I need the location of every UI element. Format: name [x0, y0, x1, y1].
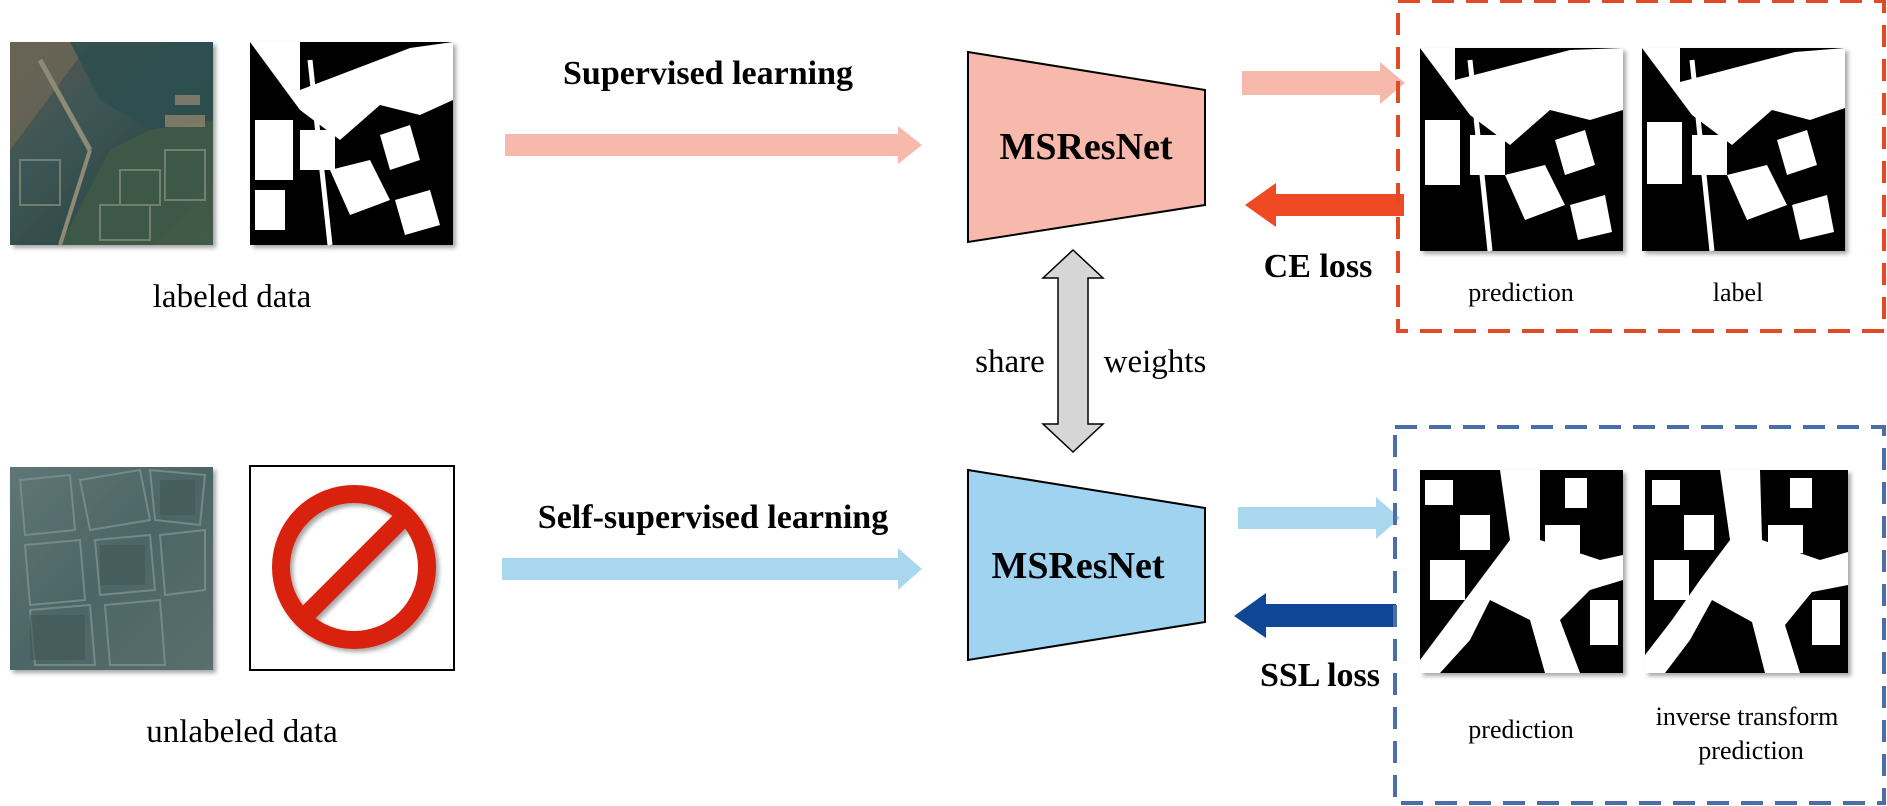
top-label-caption: label — [1713, 278, 1764, 307]
self-supervised-output-box — [1393, 425, 1886, 805]
self-supervised-learning-label: Self-supervised learning — [538, 499, 888, 536]
inverse-transform-caption-line2: prediction — [1698, 736, 1803, 765]
weights-label: weights — [1104, 344, 1207, 380]
unlabeled-data-caption: unlabeled data — [146, 714, 338, 750]
top-prediction-mask — [1420, 48, 1623, 252]
msresnet-top-label: MSResNet — [999, 126, 1172, 168]
prohibited-icon — [272, 485, 436, 649]
inverse-transform-mask — [1645, 470, 1848, 673]
supervised-output-box — [1396, 0, 1886, 333]
supervised-learning-label: Supervised learning — [563, 55, 853, 92]
labeled-aerial-image — [10, 42, 213, 246]
bottom-prediction-caption: prediction — [1468, 715, 1573, 744]
top-label-mask — [1642, 48, 1845, 252]
share-label: share — [975, 344, 1045, 380]
self-supervised-arrow — [502, 548, 922, 590]
bottom-prediction-mask — [1420, 470, 1623, 673]
top-output-arrow — [1242, 62, 1405, 104]
msresnet-top — [967, 50, 1206, 244]
labeled-mask-image — [250, 42, 453, 246]
supervised-arrow — [505, 126, 922, 164]
inverse-transform-caption-line1: inverse transform — [1656, 702, 1839, 731]
top-prediction-caption: prediction — [1468, 278, 1573, 307]
ssl-loss-label: SSL loss — [1260, 657, 1380, 694]
ce-loss-arrow — [1245, 183, 1404, 227]
share-weights-arrow — [1041, 248, 1105, 454]
bottom-output-arrow — [1238, 497, 1400, 539]
ssl-loss-arrow — [1234, 593, 1396, 638]
ce-loss-label: CE loss — [1264, 248, 1373, 285]
no-label-image — [249, 465, 455, 671]
unlabeled-aerial-image — [10, 467, 213, 670]
msresnet-bottom — [967, 468, 1206, 662]
msresnet-bottom-label: MSResNet — [991, 545, 1164, 587]
labeled-data-caption: labeled data — [153, 279, 312, 315]
